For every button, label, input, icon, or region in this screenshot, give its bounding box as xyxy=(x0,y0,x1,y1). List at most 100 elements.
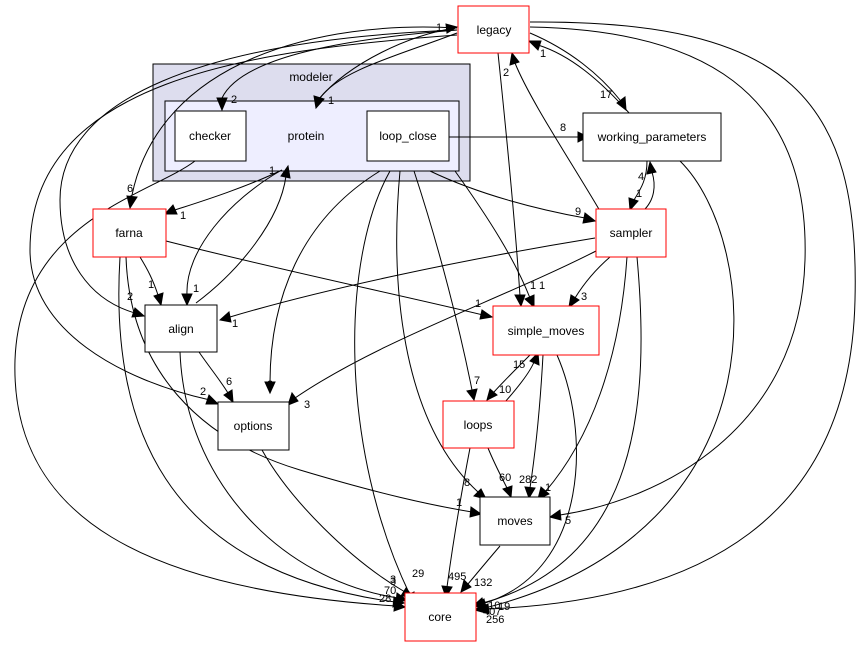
arrow-simplemoves-moves xyxy=(524,486,536,500)
edge-legacy-protein xyxy=(319,32,458,99)
edge-legacy-align xyxy=(59,29,458,314)
node-core[interactable]: core xyxy=(404,592,477,642)
node-label: moves xyxy=(497,514,532,528)
edge-moves-core xyxy=(467,545,501,585)
node-box xyxy=(582,112,722,162)
node-loops[interactable]: loops xyxy=(442,400,515,449)
arrow-loops-moves xyxy=(502,485,513,499)
arrow-sampler-legacy xyxy=(509,51,520,66)
node-label: core xyxy=(428,610,452,624)
arrow-loopclose-options xyxy=(264,381,276,395)
edge-wp-legacy xyxy=(537,44,631,115)
arrow-legacy-moves xyxy=(548,509,562,521)
edge-label: 1 xyxy=(539,280,545,292)
edge-label: 29 xyxy=(412,568,424,580)
arrow-wp-legacy xyxy=(527,40,542,51)
edge-label: 19 xyxy=(498,601,510,613)
arrow-wp-sampler xyxy=(628,197,639,212)
arrow-loops-core xyxy=(441,585,453,599)
node-box xyxy=(492,305,600,356)
edge-sampler-align xyxy=(229,237,596,318)
edge-label: 1 xyxy=(232,318,238,330)
edge-label: 6 xyxy=(127,183,133,195)
node-label: simple_moves xyxy=(508,324,585,338)
node-label: sampler xyxy=(610,226,653,240)
arrow-loopclose-simplemoves xyxy=(524,294,535,309)
node-simple-moves[interactable]: simple_moves xyxy=(492,305,600,356)
node-label: farna xyxy=(115,226,143,240)
edge-label: 15 xyxy=(513,359,525,371)
edge-label: 2 xyxy=(503,67,509,79)
node-moves[interactable]: moves xyxy=(479,496,551,546)
edge-label: 10 xyxy=(499,384,511,396)
edge-loopclose-core xyxy=(354,170,411,596)
edge-loops-moves xyxy=(487,447,508,489)
edge-sampler-options xyxy=(294,249,599,399)
arrow-sampler-wp xyxy=(646,160,657,175)
edge-legacy-core xyxy=(487,21,856,610)
node-box xyxy=(404,592,477,642)
node-box xyxy=(366,110,450,162)
edge-label: 8 xyxy=(560,122,566,134)
edge-label: 3 xyxy=(390,576,396,588)
node-box xyxy=(217,401,290,451)
edge-simplemoves-loops xyxy=(493,354,531,393)
edge-legacy-simplemoves xyxy=(497,52,521,297)
node-align[interactable]: align xyxy=(144,304,218,353)
edge-sampler-simplemoves xyxy=(574,256,611,299)
arrow-legacy-checker xyxy=(216,97,228,112)
node-farna[interactable]: farna xyxy=(92,208,167,258)
edge-loopclose-options xyxy=(269,170,381,384)
edge-legacy-farna xyxy=(131,26,458,196)
node-checker[interactable]: checker xyxy=(174,110,247,162)
edge-label: 3 xyxy=(390,574,396,586)
arrow-farna-moves xyxy=(469,506,483,518)
arrow-simplemoves-core xyxy=(473,598,487,609)
edge-farna-moves xyxy=(125,256,473,513)
edge-legacy-checker xyxy=(221,29,458,99)
node-box xyxy=(595,208,667,258)
edge-label: 1 xyxy=(193,283,199,295)
edge-label: 3 xyxy=(304,399,310,411)
edge-label: 28 xyxy=(379,593,391,605)
node-label: loop_close xyxy=(379,129,437,143)
arrow-farna-simplemoves xyxy=(479,309,494,320)
arrow-sampler-simplemoves xyxy=(568,294,580,309)
node-label: align xyxy=(168,322,193,336)
edge-wp-sampler xyxy=(633,160,648,201)
arrow-protein-align xyxy=(181,293,193,307)
edge-label: 2 xyxy=(267,379,273,391)
node-label: working_parameters xyxy=(597,130,707,144)
edge-label: 17 xyxy=(600,89,612,101)
arrow-legacy-farna xyxy=(126,195,138,210)
edge-protein-farna xyxy=(174,169,283,211)
node-sampler[interactable]: sampler xyxy=(595,208,667,258)
edge-loops-simplemoves xyxy=(504,361,535,403)
node-legacy[interactable]: legacy xyxy=(457,5,530,54)
edge-options-core xyxy=(261,449,406,593)
edge-label: 2 xyxy=(231,94,237,106)
edge-label: 1 xyxy=(436,22,442,34)
edge-label: 2 xyxy=(127,291,133,303)
arrow-legacy-simplemoves xyxy=(514,294,526,308)
node-label: legacy xyxy=(477,23,512,37)
node-working-parameters[interactable]: working_parameters xyxy=(582,112,722,162)
edge-label: 1 xyxy=(269,165,275,177)
node-box xyxy=(144,304,218,353)
node-options[interactable]: options xyxy=(217,401,290,451)
arrow-sampler-align xyxy=(218,311,232,323)
node-label: options xyxy=(234,419,273,433)
arrow-loops-simplemoves xyxy=(529,351,540,366)
arrow-legacy-options xyxy=(205,394,220,405)
arrow-protein-farna xyxy=(163,204,178,215)
arrow-protein-legacy xyxy=(445,23,459,34)
edge-farna-align xyxy=(139,256,159,296)
edge-label: 1 xyxy=(456,497,462,509)
edge-label: 1 xyxy=(180,210,186,222)
edge-label: 132 xyxy=(474,577,492,589)
edge-protein-align xyxy=(186,170,281,296)
edge-farna-simplemoves xyxy=(165,240,484,316)
node-loop-close[interactable]: loop_close xyxy=(366,110,450,162)
node-box xyxy=(174,110,247,162)
